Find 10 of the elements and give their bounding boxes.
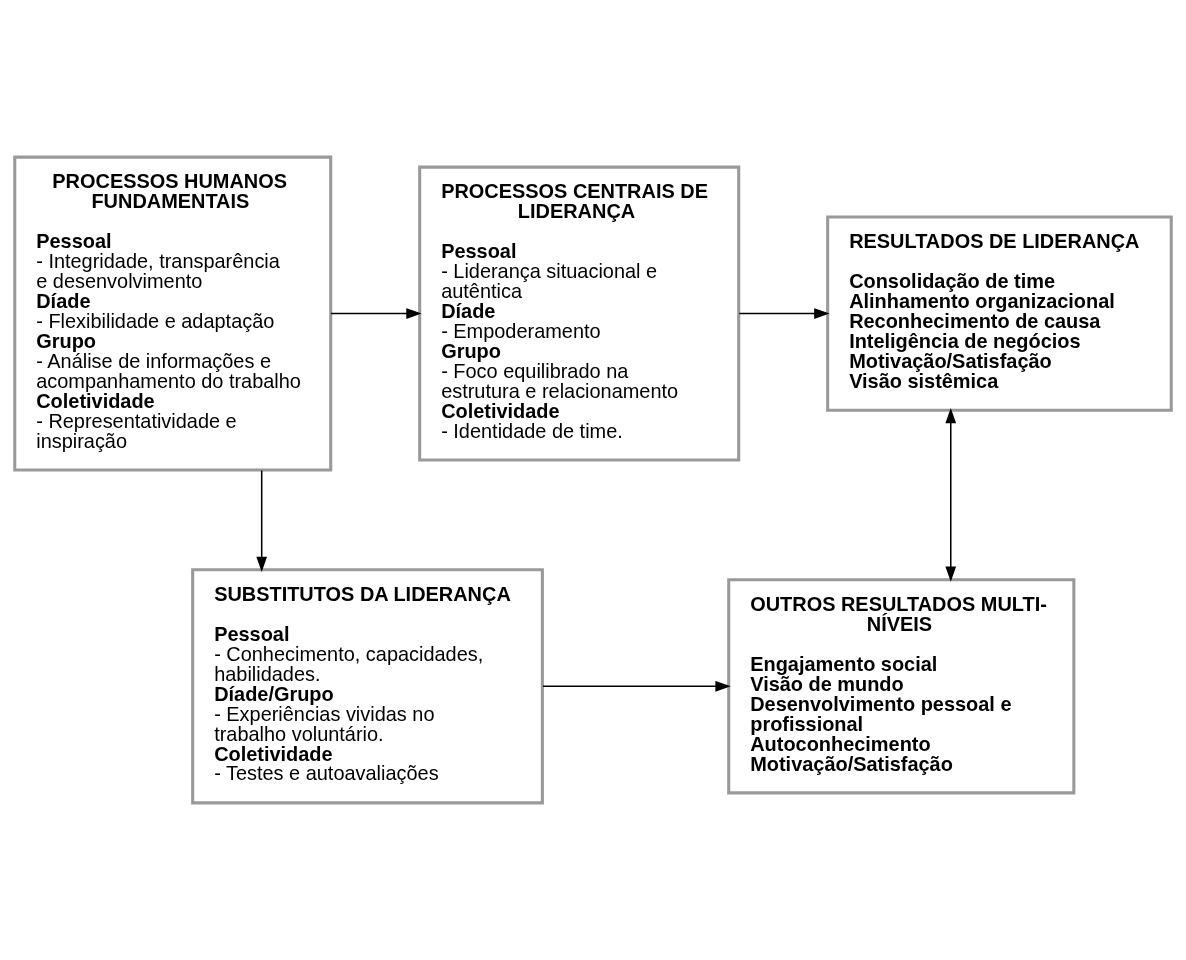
node-box: SUBSTITUTOS DA LIDERANÇA Pessoal - Conhecimento, capacidades, habilidades. Díade/Grupo - Experiências vividas no trabalho voluntário. Coletividade - Testes e autoavaliações bbox=[191, 568, 544, 805]
arrow bbox=[330, 308, 422, 319]
arrow bbox=[738, 308, 830, 319]
node-box: PROCESSOS CENTRAIS DE LIDERANÇA Pessoal - Liderança situacional e autêntica Díade - Empoderamento Grupo - Foco equilibrado na estrutura e relacionamento Coletividade - Identidade de time. bbox=[418, 165, 741, 462]
arrow bbox=[542, 680, 731, 692]
arrow bbox=[256, 469, 268, 572]
node-box: RESULTADOS DE LIDERANÇA Consolidação de time Alinhamento organizacional Reconhecimento de causa Inteligência de negócios Motivação/Satisfação Visão sistêmica bbox=[826, 215, 1173, 412]
arrow bbox=[945, 407, 957, 582]
node-box: PROCESSOS HUMANOS FUNDAMENTAIS Pessoal - Integridade, transparência e desenvolvimento Díade - Flexibilidade e adaptação Grupo - Análise de informações e acompanhamento do trabalho Coletividade - Representatividade e inspiração bbox=[13, 155, 333, 472]
node-box: OUTROS RESULTADOS MULTI-NÍVEIS Engajamento social Visão de mundo Desenvolvimento pessoal e profissional Autoconhecimento Motivação/Satisfação bbox=[727, 578, 1076, 795]
